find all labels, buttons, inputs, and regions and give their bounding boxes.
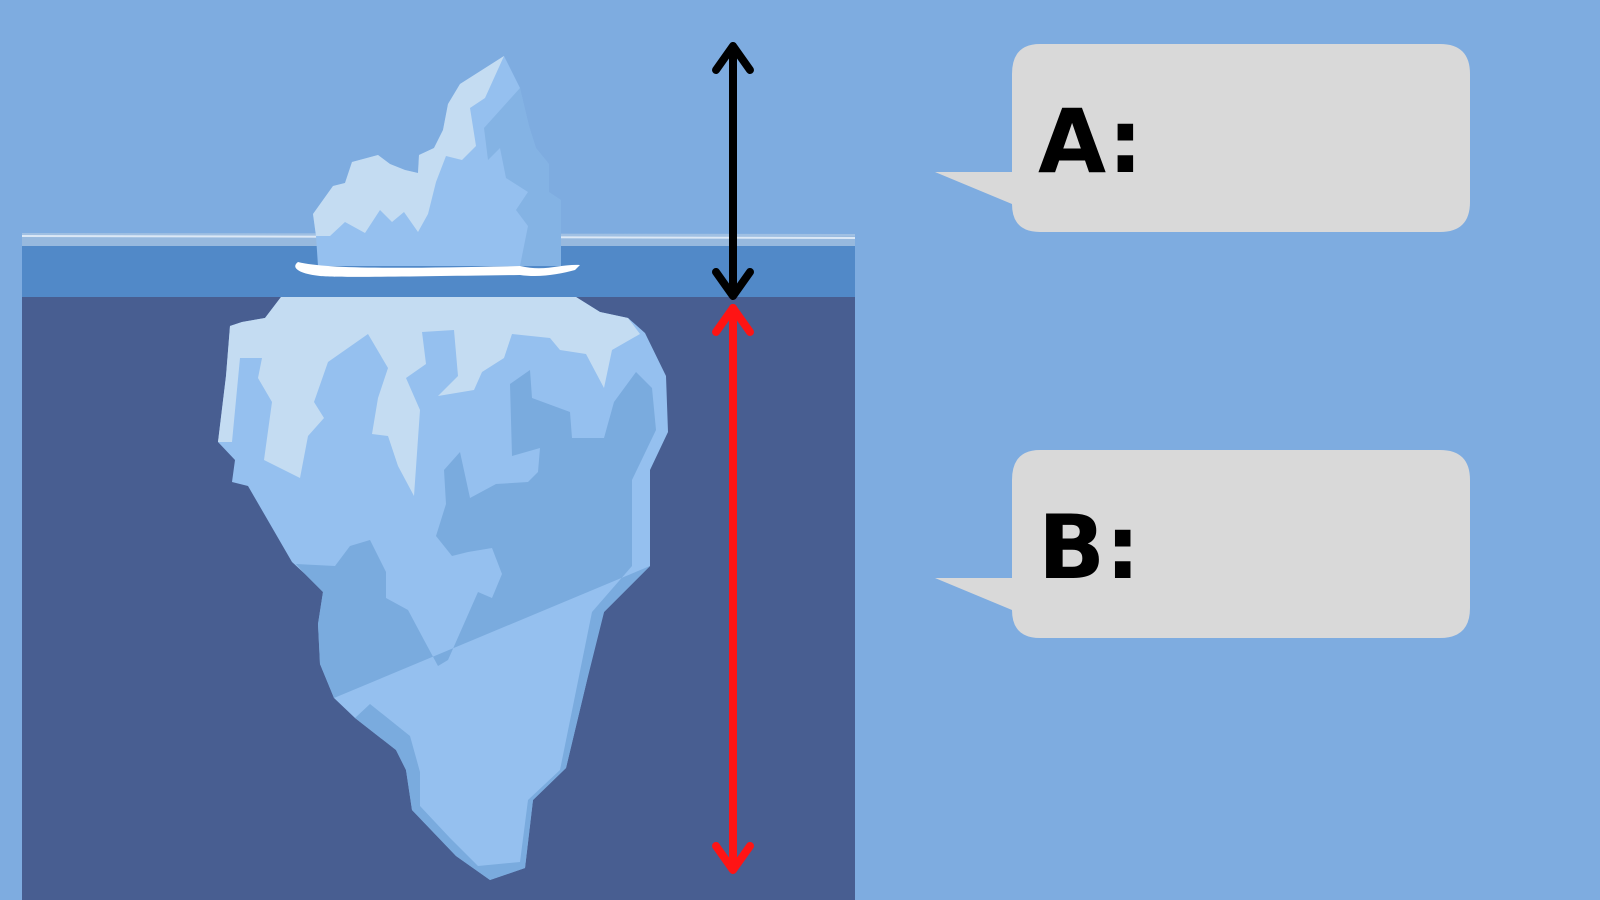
arrow-head-bottom: [712, 842, 754, 874]
speech-bubble-a: [935, 44, 1470, 232]
callout-a[interactable]: A:: [935, 44, 1470, 232]
arrow-head-top: [712, 42, 754, 74]
arrow-head-bottom: [712, 268, 754, 300]
iceberg-tip: [295, 56, 580, 277]
speech-bubble-b: [935, 450, 1470, 638]
callout-b[interactable]: B:: [935, 450, 1470, 638]
callout-b-label: B:: [1038, 496, 1140, 599]
iceberg-tip-shadow: [484, 88, 561, 266]
arrow-above-water: [712, 42, 754, 300]
arrow-below-water: [712, 304, 754, 874]
iceberg-underwater-face: [218, 297, 640, 496]
arrow-head-top: [712, 304, 754, 336]
iceberg-underwater: [218, 297, 668, 880]
iceberg-tip-face: [313, 56, 504, 236]
foam: [295, 262, 580, 277]
iceberg-underwater-shadow: [296, 370, 656, 880]
callout-a-label: A:: [1038, 90, 1143, 193]
